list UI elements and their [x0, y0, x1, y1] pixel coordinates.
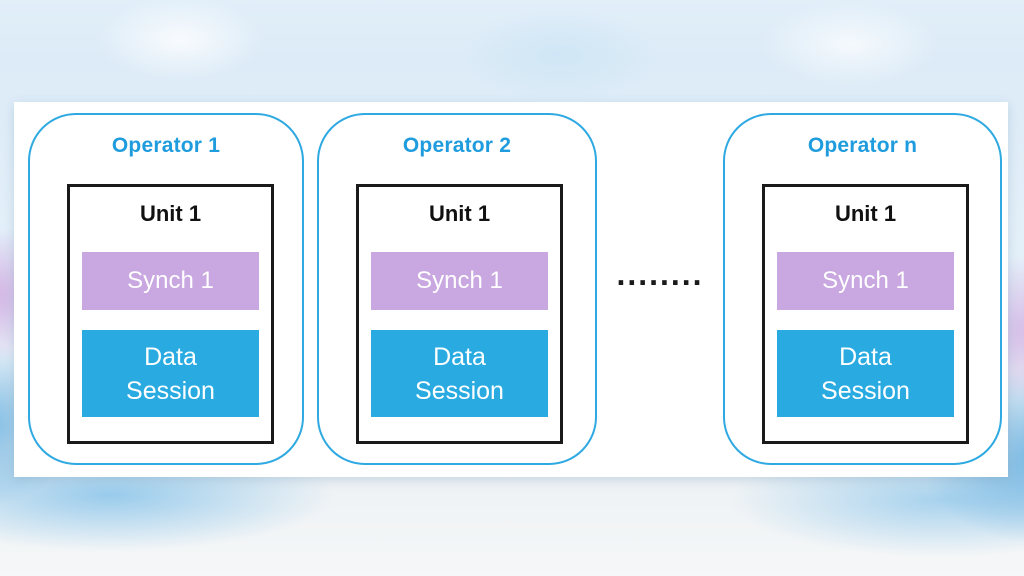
operator-n-unit-title: Unit 1	[834, 201, 897, 226]
data-session-line: Data	[839, 342, 892, 371]
operator-2-synch-block: Synch 1	[371, 252, 548, 310]
operator-1-unit-title: Unit 1	[139, 201, 202, 226]
data-session-line: Data	[144, 342, 197, 371]
operator-2-unit-title: Unit 1	[428, 201, 491, 226]
operator-n-box: Operator n Unit 1 Synch 1 Data Session	[723, 113, 1002, 465]
operator-1-data-session-block: Data Session	[82, 330, 259, 417]
operator-1-box: Operator 1 Unit 1 Synch 1 Data Session	[28, 113, 304, 465]
operator-2-data-session-block: Data Session	[371, 330, 548, 417]
operator-1-synch-block: Synch 1	[82, 252, 259, 310]
data-session-line: Data	[433, 342, 486, 371]
data-session-line: Session	[415, 376, 504, 405]
data-session-line: Session	[126, 376, 215, 405]
operator-2-unit-box: Unit 1 Synch 1 Data Session	[356, 184, 563, 444]
operator-n-unit-box: Unit 1 Synch 1 Data Session	[762, 184, 969, 444]
ellipsis-dots: ........	[616, 256, 704, 292]
operator-n-synch-block: Synch 1	[777, 252, 954, 310]
diagram-panel: Operator 1 Unit 1 Synch 1 Data Session O…	[14, 102, 1008, 477]
operator-n-data-session-block: Data Session	[777, 330, 954, 417]
operator-1-unit-box: Unit 1 Synch 1 Data Session	[67, 184, 274, 444]
data-session-line: Session	[821, 376, 910, 405]
operator-1-title: Operator 1	[111, 134, 221, 157]
operator-2-box: Operator 2 Unit 1 Synch 1 Data Session	[317, 113, 597, 465]
operator-n-title: Operator n	[807, 134, 918, 157]
operator-2-title: Operator 2	[402, 134, 512, 157]
